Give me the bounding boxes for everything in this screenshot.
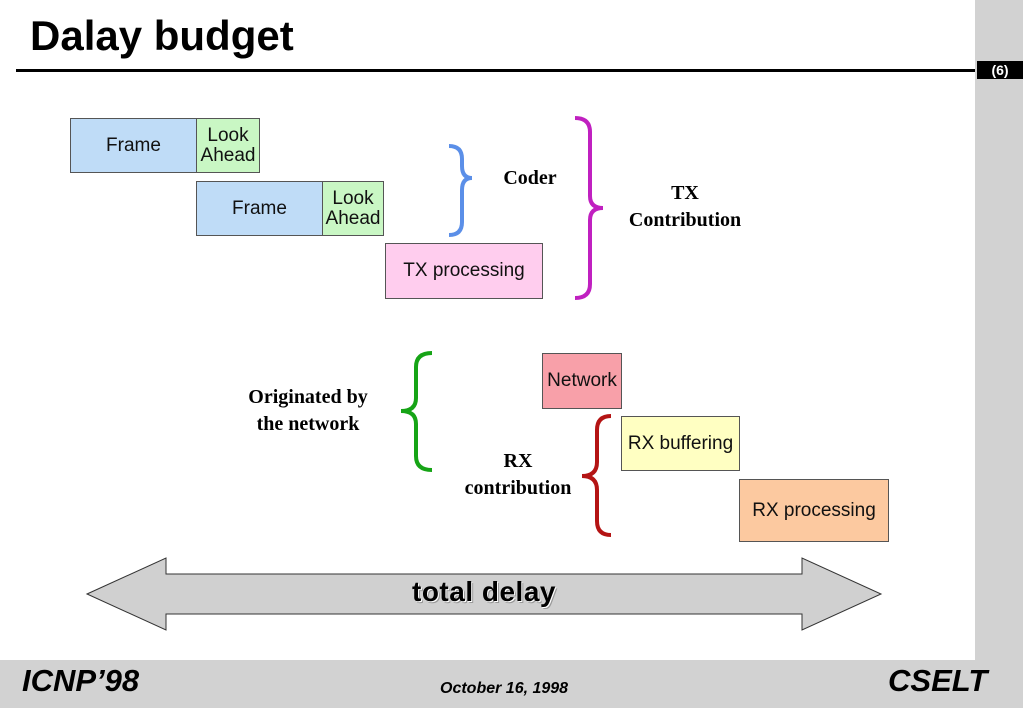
diagram-shapes xyxy=(85,116,883,631)
footer-org: CSELT xyxy=(888,663,988,698)
frame-box-2: Frame xyxy=(196,181,323,236)
footer-date: October 16, 1998 xyxy=(440,680,569,697)
title-rule xyxy=(16,69,975,72)
rx-contribution-label: RX contribution xyxy=(448,448,588,502)
rx-buffering-box: RX buffering xyxy=(621,416,740,471)
network-box: Network xyxy=(542,353,622,409)
total-delay-label: total delay xyxy=(412,576,556,607)
tx-contribution-brace xyxy=(574,116,604,300)
coder-brace xyxy=(448,144,473,237)
tx-processing-label: TX processing xyxy=(403,260,525,281)
lookahead-box-1-label: Look Ahead xyxy=(200,124,256,166)
page-number-tag: (6) xyxy=(977,61,1023,79)
frame-box-2-label: Frame xyxy=(232,197,287,219)
tx-contribution-line1: TX xyxy=(671,182,699,204)
rx-contribution-line1: RX xyxy=(503,450,533,472)
page-title: Dalay budget xyxy=(30,12,294,59)
total-delay-arrow xyxy=(85,557,883,631)
footer-conference: ICNP’98 xyxy=(22,663,140,698)
right-sidebar xyxy=(975,0,1023,660)
originated-label: Originated by the network xyxy=(228,384,388,438)
tx-contribution-label: TX Contribution xyxy=(610,180,760,234)
coder-label: Coder xyxy=(503,167,557,189)
frame-box-1-label: Frame xyxy=(106,134,161,156)
originated-line1: Originated by xyxy=(248,386,368,408)
rx-contribution-brace xyxy=(581,414,612,537)
tx-processing-box: TX processing xyxy=(385,243,543,299)
frame-box-1: Frame xyxy=(70,118,197,173)
network-brace xyxy=(400,351,433,472)
lookahead-box-2-label: Look Ahead xyxy=(325,187,381,229)
tx-contribution-line2: Contribution xyxy=(628,209,742,231)
rx-processing-label: RX processing xyxy=(752,499,876,521)
originated-line2: the network xyxy=(256,413,360,435)
lookahead-box-2: Look Ahead xyxy=(322,181,384,236)
rx-buffering-label: RX buffering xyxy=(627,432,734,454)
rx-contribution-line2: contribution xyxy=(464,477,572,499)
network-label: Network xyxy=(547,370,617,391)
lookahead-box-1: Look Ahead xyxy=(196,118,260,173)
footer-bar xyxy=(0,660,1023,708)
rx-processing-box: RX processing xyxy=(739,479,889,542)
